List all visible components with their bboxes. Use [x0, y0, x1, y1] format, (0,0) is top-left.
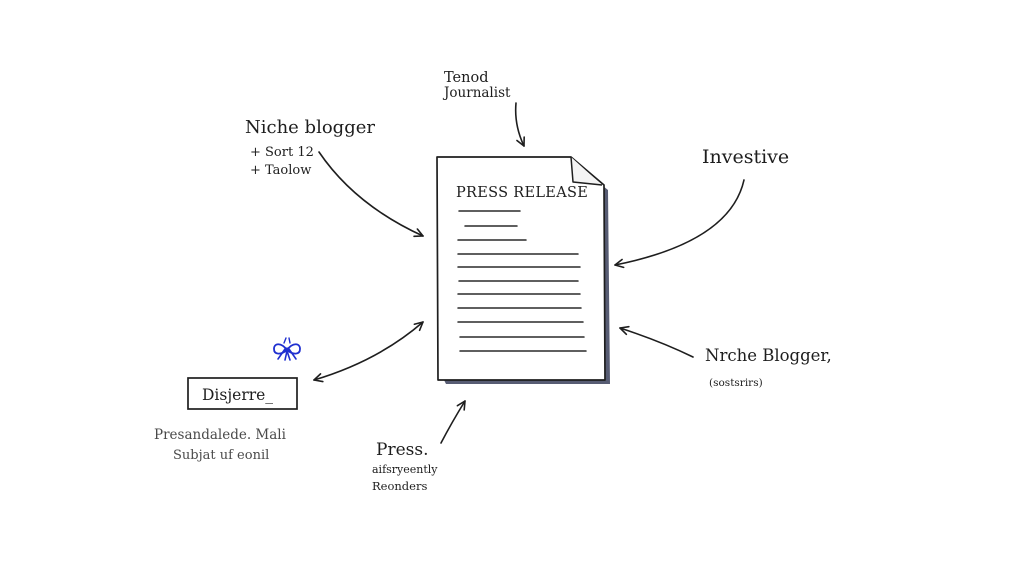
press-line1: aifsryeently [372, 463, 438, 476]
left-box-frame [187, 377, 298, 410]
investive-title: Investive [702, 146, 789, 168]
arrow-journalist-to-document [514, 102, 525, 147]
press-release-document: PRESS RELEASE [436, 156, 610, 384]
journalist-line2: Journalist [442, 85, 511, 101]
press-title: Press. [376, 440, 428, 460]
node-left-box: Disjerre_ Presandalede. Mali Subjat uf e… [154, 321, 424, 463]
niche-blogger-left-line2: + Taolow [250, 163, 311, 178]
left-box-label: Disjerre_ [202, 386, 273, 404]
left-box-caption2: Subjat uf eonil [173, 448, 269, 463]
node-press: Press. aifsryeently Reonders [372, 400, 466, 493]
left-box-caption1: Presandalede. Mali [154, 427, 287, 443]
niche-blogger-right-subtitle: (sostsrirs) [709, 377, 763, 389]
arrow-press-to-document [440, 400, 466, 444]
niche-blogger-right-title: Nrche Blogger, [705, 346, 832, 365]
node-niche-blogger-right: Nrche Blogger, (sostsrirs) [619, 325, 832, 389]
journalist-line1: Tenod [444, 70, 488, 86]
document-text-lines [457, 210, 587, 352]
press-line2: Reonders [372, 479, 427, 493]
arrow-left-box-document [313, 321, 424, 383]
arrow-investive-to-document [614, 179, 745, 269]
bow-ribbon-icon [273, 337, 301, 361]
node-investive: Investive [614, 146, 789, 269]
document-dog-ear [570, 156, 603, 186]
arrow-niche-blogger-right-to-document [619, 325, 694, 358]
arrow-niche-blogger-to-document [318, 151, 424, 238]
node-niche-blogger-left: Niche blogger + Sort 12 + Taolow [245, 117, 424, 238]
niche-blogger-left-title: Niche blogger [245, 117, 375, 138]
document-page [436, 156, 606, 381]
document-title: PRESS RELEASE [456, 185, 588, 201]
niche-blogger-left-line1: + Sort 12 [250, 145, 314, 160]
node-journalist: Tenod Journalist [442, 70, 525, 147]
